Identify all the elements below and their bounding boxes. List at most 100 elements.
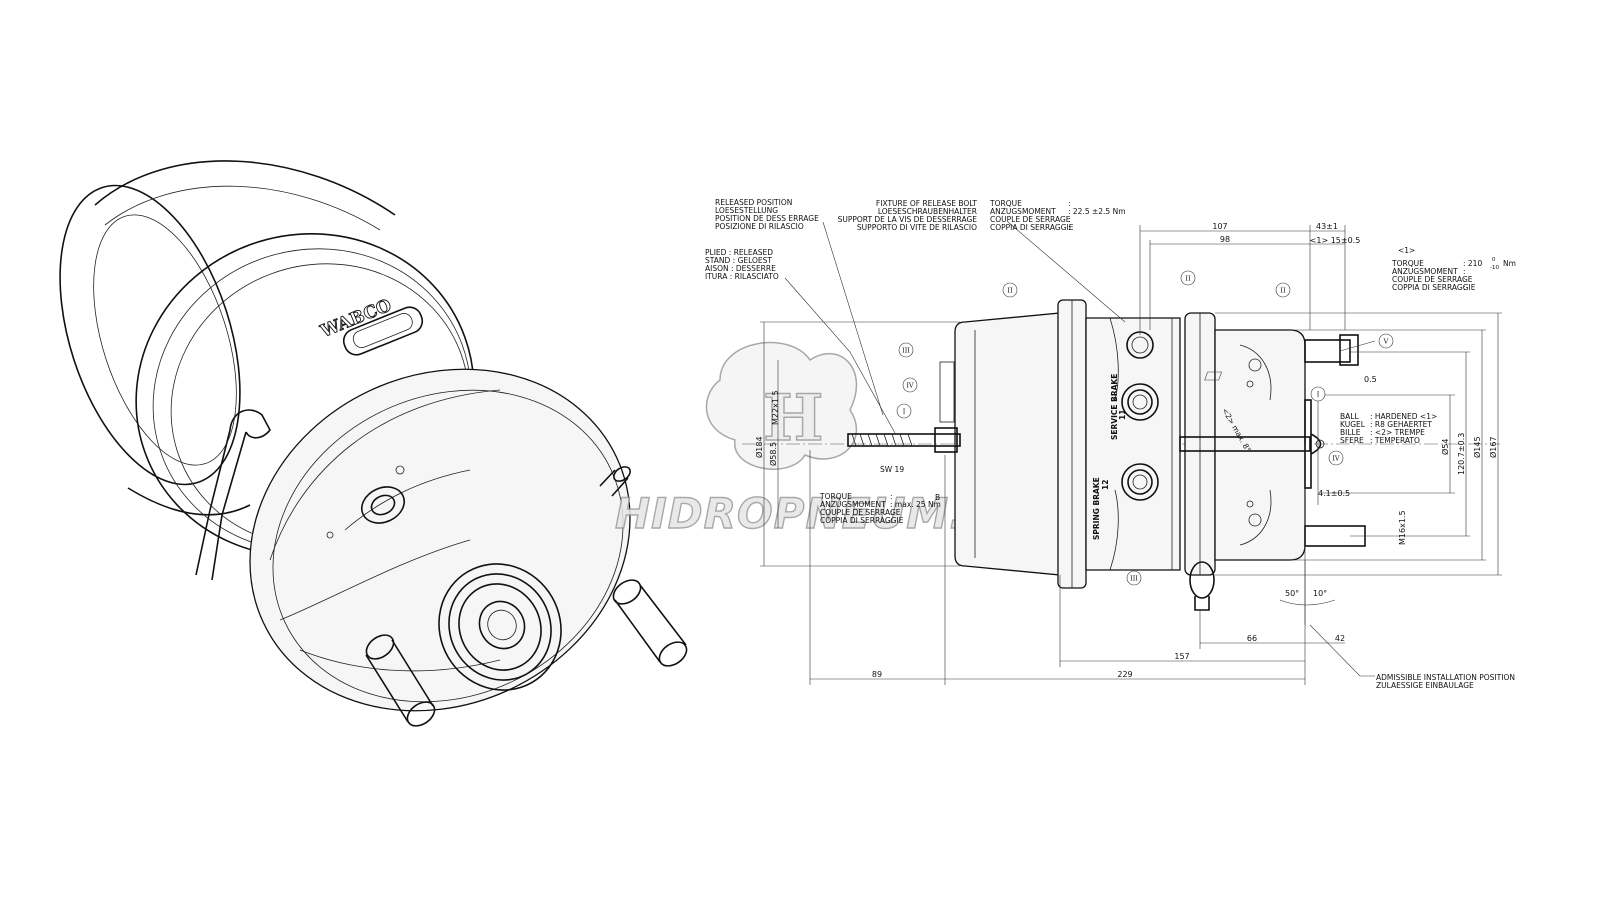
svg-text:KUGEL: KUGEL	[1340, 420, 1366, 429]
dim-43: 43±1	[1316, 222, 1338, 231]
svg-text:COPPIA DI SERRAGGIE: COPPIA DI SERRAGGIE	[820, 516, 904, 525]
torque-bottom-value: : max. 25 Nm	[890, 500, 941, 509]
svg-text:II: II	[1185, 275, 1191, 283]
dim-120: 120.7±0.3	[1457, 433, 1466, 475]
note-installation-position: ADMISSIBLE INSTALLATION POSITION ZULAESS…	[1376, 673, 1515, 690]
reference-balloons: II II II III IV I I IV III V	[896, 270, 1394, 586]
dim-107: 107	[1212, 222, 1227, 231]
mounting-stud-right	[612, 579, 688, 667]
svg-text::: :	[1068, 199, 1071, 208]
svg-text:Nm: Nm	[1503, 259, 1516, 268]
spring-brake-port	[1121, 463, 1159, 501]
note-ball: BALL KUGEL BILLE SFERE : HARDENED <1> : …	[1340, 412, 1437, 445]
svg-text::: :	[890, 516, 893, 525]
middle-housing	[1085, 317, 1181, 571]
svg-text:: TEMPERATO: : TEMPERATO	[1370, 436, 1420, 445]
svg-text:V: V	[1383, 338, 1389, 346]
dim-dia54: Ø54	[1440, 439, 1450, 455]
angle-50: 50°	[1285, 589, 1299, 598]
release-bolt-center	[438, 563, 562, 691]
dim-98: 98	[1220, 235, 1230, 244]
sw-label: SW 19	[880, 465, 904, 474]
balloon-iv-2: IV	[1328, 450, 1344, 466]
push-rod	[1179, 399, 1325, 489]
svg-text:FIXTURE OF RELEASE BOLT: FIXTURE OF RELEASE BOLT	[876, 199, 977, 208]
note-torque-bottom: TORQUE ANZUGSMOMENT COUPLE DE SERRAGE CO…	[819, 492, 941, 525]
dimension-lines	[760, 221, 1502, 685]
svg-text:II: II	[1280, 287, 1286, 295]
mounting-stud-upper	[599, 466, 631, 497]
dim-m16: M16x1.5	[1398, 510, 1407, 545]
svg-text:STAND : GELOEST: STAND : GELOEST	[705, 256, 772, 265]
svg-text:-10: -10	[1490, 265, 1499, 271]
spring-chamber-clamp	[1057, 299, 1087, 589]
svg-text:SFERE: SFERE	[1340, 436, 1364, 445]
svg-text::: :	[890, 508, 893, 517]
balloon-iii-2: III	[1126, 570, 1142, 586]
dim-dia58: Ø58.5	[768, 442, 778, 466]
service-brake-port-number: 11	[1118, 410, 1127, 420]
svg-text:<1>: <1>	[1398, 246, 1415, 255]
dim-89: 89	[872, 670, 882, 679]
service-chamber-housing	[249, 368, 631, 712]
dim-dia145: Ø145	[1472, 436, 1482, 458]
svg-text:ANZUGSMOMENT: ANZUGSMOMENT	[820, 500, 886, 509]
svg-text:: HARDENED <1>: : HARDENED <1>	[1370, 412, 1437, 421]
svg-text::: :	[1463, 283, 1466, 292]
isometric-view: WABCO	[59, 160, 688, 727]
svg-text::: :	[1463, 275, 1466, 284]
svg-text:AISON : DESSERRE: AISON : DESSERRE	[705, 264, 776, 273]
mounting-stud-top	[1304, 334, 1359, 366]
dim-15: <1> 15±0.5	[1310, 236, 1361, 245]
balloon-v: V	[1378, 333, 1394, 349]
mounting-stud-lower	[365, 634, 436, 727]
svg-text:COPPIA DI SERRAGGIE: COPPIA DI SERRAGGIE	[990, 223, 1074, 232]
svg-text:COUPLE DE SERRAGE: COUPLE DE SERRAGE	[990, 215, 1071, 224]
svg-text::: :	[890, 492, 893, 501]
torque-right-value: : 210	[1463, 259, 1482, 268]
b-label: B	[935, 493, 940, 502]
torque-top-value: : 22.5 ±2.5 Nm	[1068, 207, 1126, 216]
dim-dia184: Ø184	[754, 436, 764, 458]
service-chamber-body	[1214, 329, 1306, 561]
svg-text:SUPPORTO DI VITE DE RILASCIO: SUPPORTO DI VITE DE RILASCIO	[857, 223, 977, 232]
svg-text:TORQUE: TORQUE	[989, 199, 1022, 208]
svg-text::: :	[1068, 215, 1071, 224]
service-chamber-clamp	[1184, 312, 1216, 611]
svg-text:III: III	[1130, 575, 1138, 583]
service-brake-port	[1121, 383, 1159, 421]
svg-text:LOESESTELLUNG: LOESESTELLUNG	[715, 206, 778, 215]
svg-text:I: I	[903, 408, 906, 416]
svg-text:ANZUGSMOMENT: ANZUGSMOMENT	[990, 207, 1056, 216]
svg-text:SUPPORT DE LA VIS DE DESSERRAG: SUPPORT DE LA VIS DE DESSERRAGE	[838, 215, 978, 224]
balloon-iv-1: IV	[902, 377, 918, 393]
svg-text:III: III	[902, 347, 910, 355]
balloon-ii-2: II	[1180, 270, 1196, 286]
svg-text:TORQUE: TORQUE	[1391, 259, 1424, 268]
svg-text:POSIZIONE DI RILASCIO: POSIZIONE DI RILASCIO	[715, 222, 804, 231]
svg-text:ITURA : RILASCIATO: ITURA : RILASCIATO	[705, 272, 779, 281]
dim-229: 229	[1117, 670, 1132, 679]
balloon-i-2: I	[1310, 386, 1326, 402]
dim-0-5: 0.5	[1364, 375, 1377, 384]
svg-text:ANZUGSMOMENT: ANZUGSMOMENT	[1392, 267, 1458, 276]
dim-157: 157	[1174, 652, 1189, 661]
svg-text:I: I	[1317, 391, 1320, 399]
note-applied-released: PLIED : RELEASED STAND : GELOEST AISON :…	[705, 248, 779, 281]
balloon-ii-1: II	[1002, 282, 1018, 298]
svg-text:ADMISSIBLE INSTALLATION POSITI: ADMISSIBLE INSTALLATION POSITION	[1376, 673, 1515, 682]
air-port-boss	[326, 465, 405, 539]
note-torque-right: <1> TORQUE ANZUGSMOMENT COUPLE DE SERRAG…	[1391, 246, 1516, 292]
note-fixture-release-bolt: FIXTURE OF RELEASE BOLT LOESESCHRAUBENHA…	[838, 199, 978, 232]
side-lug	[195, 409, 271, 581]
svg-text:ZULAESSIGE EINBAULAGE: ZULAESSIGE EINBAULAGE	[1376, 681, 1474, 690]
svg-text:BILLE: BILLE	[1340, 428, 1361, 437]
dim-m22: M22x1.5	[771, 390, 780, 425]
spring-chamber-body	[954, 312, 1061, 576]
svg-text:LOESESCHRAUBENHALTER: LOESESCHRAUBENHALTER	[878, 207, 977, 216]
svg-text:TORQUE: TORQUE	[819, 492, 852, 501]
spring-brake-label: SPRING BRAKE	[1092, 477, 1101, 540]
balloon-iii-1: III	[898, 342, 914, 358]
spring-brake-port-number: 12	[1101, 480, 1110, 490]
release-bolt	[847, 361, 961, 453]
